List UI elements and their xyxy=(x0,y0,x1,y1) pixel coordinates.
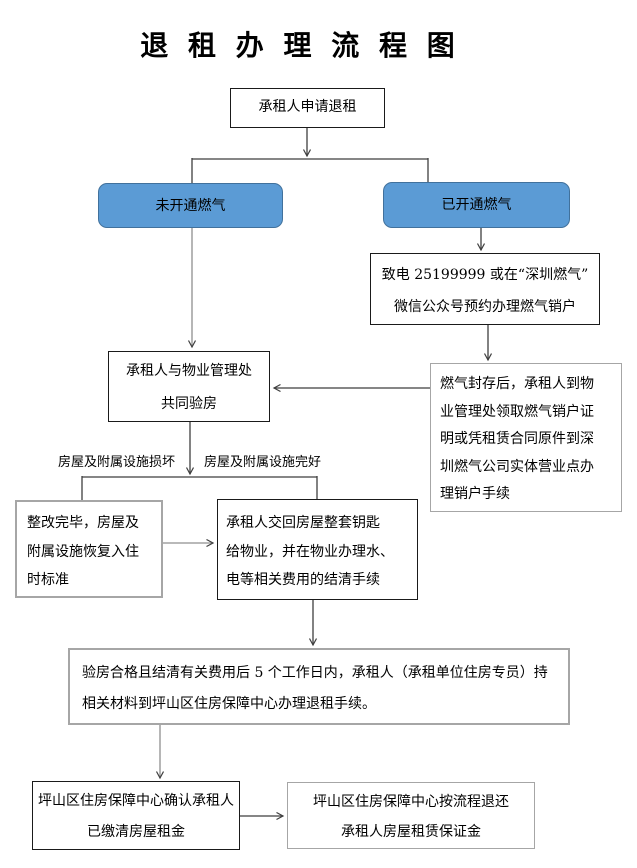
node-confirm-line1: 坪山区住房保障中心确认承租人 xyxy=(38,793,234,809)
node-seal-line2: 业管理处领取燃气销户证 xyxy=(440,403,594,420)
node-repair-line1: 整改完毕，房屋及 xyxy=(27,515,139,531)
node-keys-line3: 电等相关费用的结清手续 xyxy=(226,572,380,588)
node-repair-completed: 整改完毕，房屋及 附属设施恢复入住 时标准 xyxy=(15,500,163,598)
node-refund-line2: 承租人房屋租赁保证金 xyxy=(341,824,481,840)
node-keys-line2: 给物业，并在物业办理水、 xyxy=(226,543,394,560)
node-call-gas-company: 致电 25199999 或在“深圳燃气” 微信公众号预约办理燃气销户 xyxy=(370,253,600,325)
node-gas-activated-label: 已开通燃气 xyxy=(441,197,512,213)
node-apply-termination: 承租人申请退租 xyxy=(230,88,385,128)
node-inspect-line1: 承租人与物业管理处 xyxy=(126,363,252,379)
node-gas-not-activated-label: 未开通燃气 xyxy=(155,197,226,214)
node-refund-deposit: 坪山区住房保障中心按流程退还 承租人房屋租赁保证金 xyxy=(287,782,535,849)
node-keys-line1: 承租人交回房屋整套钥匙 xyxy=(226,515,380,531)
branch-label-facilities-good: 房屋及附属设施完好 xyxy=(204,455,322,470)
node-inspect-line2: 共同验房 xyxy=(161,396,217,412)
node-repair-line2: 附属设施恢复入住 xyxy=(27,543,139,560)
node-joint-inspection: 承租人与物业管理处 共同验房 xyxy=(108,351,270,422)
node-gas-activated: 已开通燃气 xyxy=(383,182,570,228)
node-return-keys-settle-fees: 承租人交回房屋整套钥匙 给物业，并在物业办理水、 电等相关费用的结清手续 xyxy=(217,499,418,600)
node-confirm-line2: 已缴清房屋租金 xyxy=(87,824,185,840)
node-seal-line1: 燃气封存后，承租人到物 xyxy=(440,376,594,392)
node-refund-line1: 坪山区住房保障中心按流程退还 xyxy=(313,794,509,810)
node-seal-line5: 理销户手续 xyxy=(440,486,510,502)
node-repair-line3: 时标准 xyxy=(27,572,69,588)
node-call-line2: 微信公众号预约办理燃气销户 xyxy=(394,299,576,315)
node-gas-account-closure: 燃气封存后，承租人到物 业管理处领取燃气销户证 明或凭租赁合同原件到深 圳燃气公… xyxy=(430,363,622,512)
node-call-line1: 致电 25199999 或在“深圳燃气” xyxy=(381,267,589,283)
node-seal-line4: 圳燃气公司实体营业点办 xyxy=(440,458,594,475)
node-confirm-rent-paid: 坪山区住房保障中心确认承租人 已缴清房屋租金 xyxy=(32,781,240,850)
node-seal-line3: 明或凭租赁合同原件到深 xyxy=(440,431,594,447)
branch-label-facilities-damaged: 房屋及附属设施损坏 xyxy=(58,455,176,470)
node-apply-at-housing-center: 验房合格且结清有关费用后 5 个工作日内，承租人（承租单位住房专员）持 相关材料… xyxy=(68,648,570,725)
page-title: 退 租 办 理 流 程 图 xyxy=(140,29,460,62)
node-wide-line2: 相关材料到坪山区住房保障中心办理退租手续。 xyxy=(82,696,376,712)
node-gas-not-activated: 未开通燃气 xyxy=(98,183,283,228)
node-wide-line1: 验房合格且结清有关费用后 5 个工作日内，承租人（承租单位住房专员）持 xyxy=(82,665,548,681)
